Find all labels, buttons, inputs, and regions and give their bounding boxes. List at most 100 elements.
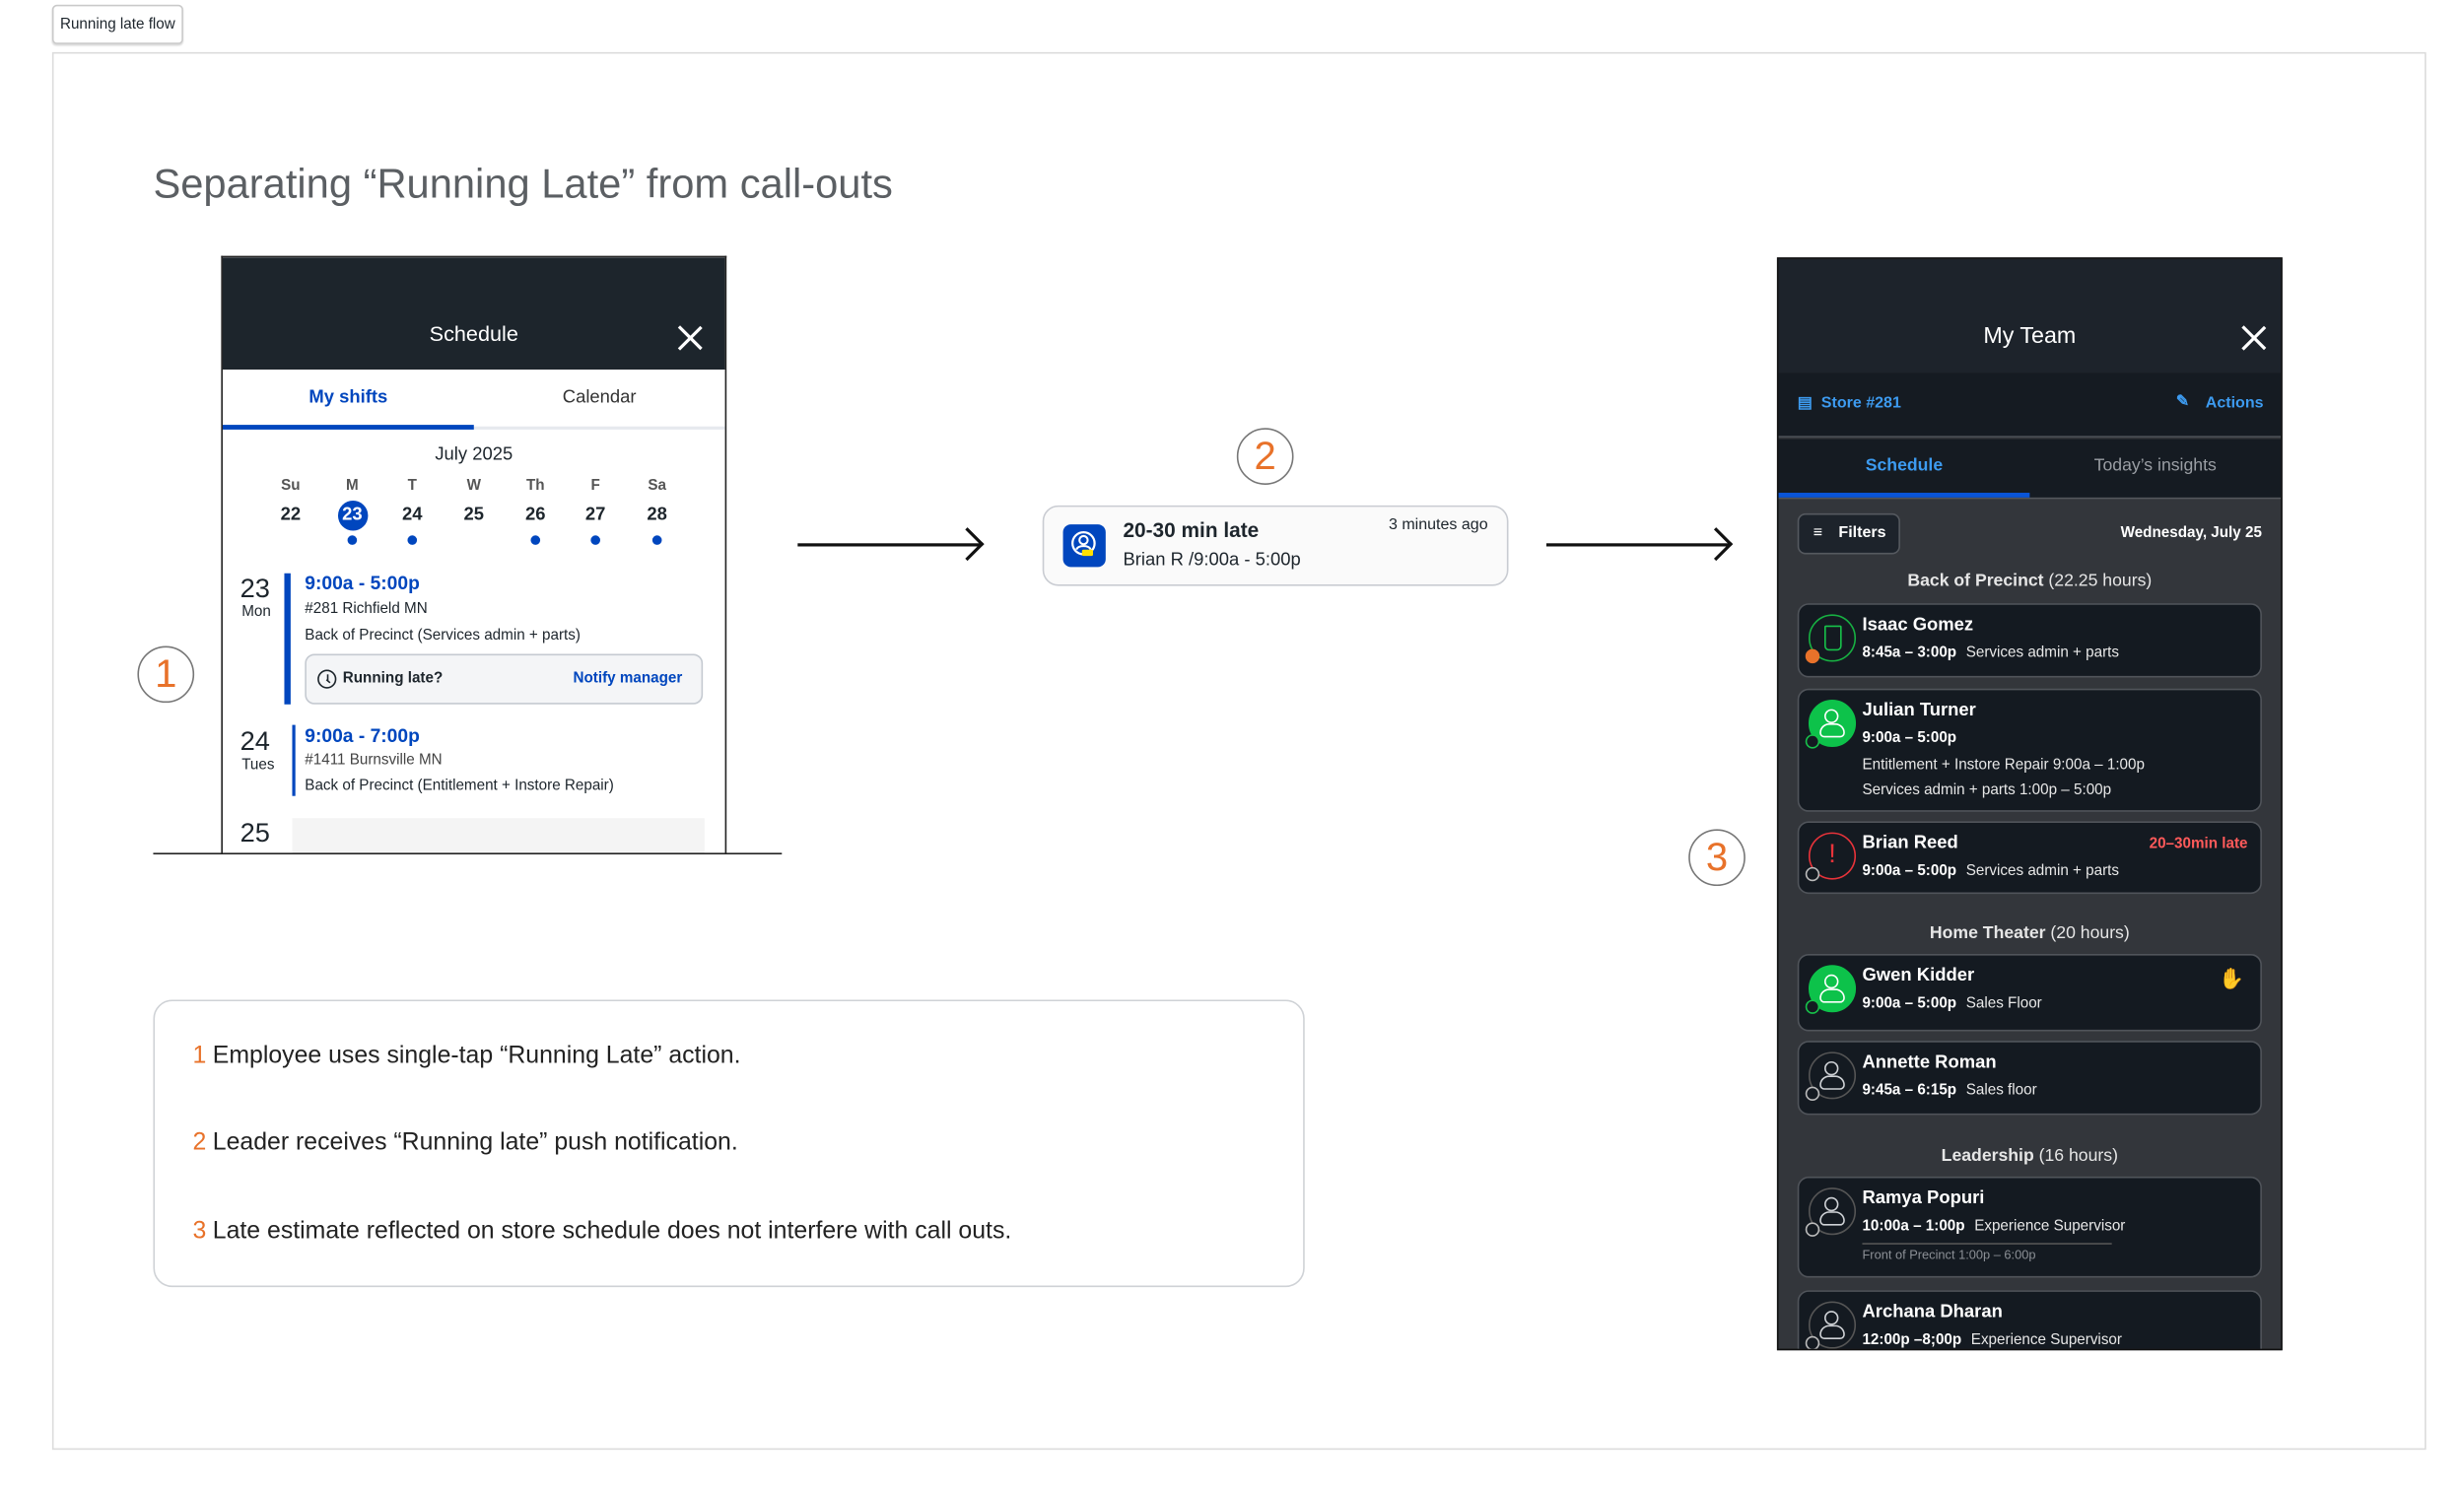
section-header: Leadership (16 hours) bbox=[1941, 1146, 2118, 1166]
page-title: Separating “Running Late” from call-outs bbox=[153, 159, 893, 207]
status-indicator bbox=[1805, 999, 1820, 1014]
clock-icon bbox=[317, 669, 337, 689]
day-letter: Sa bbox=[648, 476, 666, 495]
day-number: 28 bbox=[647, 505, 667, 525]
day-letter: M bbox=[346, 476, 359, 495]
avatar-absent-icon bbox=[1808, 1301, 1857, 1349]
day-letter: T bbox=[407, 476, 417, 495]
store-bar: ▤ Store #281 ✎ Actions bbox=[1778, 373, 2282, 438]
day-23[interactable]: M 23 bbox=[328, 477, 376, 545]
member-name: Brian Reed bbox=[1862, 834, 1958, 853]
divider bbox=[153, 852, 783, 855]
tab-calendar[interactable]: Calendar bbox=[562, 388, 637, 408]
shift-indicator-dot bbox=[590, 535, 600, 545]
day-number: 24 bbox=[402, 505, 423, 525]
day-26[interactable]: Th 26 bbox=[512, 477, 559, 545]
shift-indicator-dot bbox=[407, 535, 418, 545]
actions-icon: ✎ bbox=[2175, 393, 2190, 411]
store-selector[interactable]: Store #281 bbox=[1820, 394, 1901, 413]
avatar-absent-icon bbox=[1808, 1187, 1857, 1236]
avatar-absent-icon bbox=[1808, 1051, 1857, 1100]
shift-day: 25 bbox=[240, 818, 270, 848]
shift-time[interactable]: 9:00a - 5:00p bbox=[305, 572, 420, 594]
shift-line: 9:00a – 5:00p bbox=[1862, 729, 1957, 748]
secondary-shift: Front of Precinct 1:00p – 6:00p bbox=[1862, 1248, 2036, 1262]
avatar-coffee-break-icon bbox=[1808, 614, 1857, 662]
tab-bar: Schedule Today’s insights bbox=[1778, 439, 2282, 500]
close-icon[interactable] bbox=[678, 325, 704, 351]
member-name: Ramya Popuri bbox=[1862, 1188, 1985, 1208]
step-1-marker: 1 bbox=[137, 645, 195, 704]
day-letter: Su bbox=[281, 476, 301, 495]
day-number: 23 bbox=[337, 501, 368, 531]
shift-line: Entitlement + Instore Repair 9:00a – 1:0… bbox=[1862, 756, 2145, 775]
day-number: 26 bbox=[525, 505, 546, 525]
member-name: Annette Roman bbox=[1862, 1052, 1997, 1073]
screen-title: Schedule bbox=[429, 321, 518, 346]
day-25[interactable]: W 25 bbox=[450, 477, 498, 530]
tab-schedule[interactable]: Schedule bbox=[1865, 456, 1944, 476]
shift-weekday: Mon bbox=[241, 603, 271, 621]
shift-time[interactable]: 9:00a - 7:00p bbox=[305, 724, 420, 748]
shift-store: #281 Richfield MN bbox=[305, 599, 428, 618]
member-name: Isaac Gomez bbox=[1862, 616, 1974, 636]
empty-shift-row bbox=[292, 818, 705, 855]
day-24[interactable]: T 24 bbox=[388, 477, 436, 545]
close-icon[interactable] bbox=[2241, 325, 2267, 351]
status-indicator bbox=[1805, 1335, 1820, 1349]
notification-body: Brian R /9:00a - 5:00p bbox=[1123, 551, 1301, 571]
day-28[interactable]: Sa 28 bbox=[634, 477, 681, 545]
tab-my-shifts[interactable]: My shifts bbox=[308, 388, 388, 408]
day-letter: F bbox=[590, 476, 600, 495]
notification-title: 20-30 min late bbox=[1123, 517, 1260, 542]
employee-schedule-screen: Schedule My shifts Calendar July 2025 Su… bbox=[221, 255, 727, 855]
tab-todays-insights[interactable]: Today’s insights bbox=[2093, 456, 2217, 476]
shift-store: #1411 Burnsville MN bbox=[305, 751, 443, 770]
arrow-right-icon bbox=[1545, 543, 1730, 547]
header: Schedule bbox=[222, 257, 725, 371]
app-icon bbox=[1062, 524, 1106, 568]
divider bbox=[1862, 1243, 2112, 1245]
day-number: 25 bbox=[463, 505, 485, 525]
day-letter: Th bbox=[525, 476, 545, 495]
actions-button[interactable]: Actions bbox=[2205, 394, 2264, 413]
running-late-label: Running late? bbox=[342, 669, 444, 688]
push-notification[interactable]: 20-30 min late Brian R /9:00a - 5:00p 3 … bbox=[1042, 505, 1509, 586]
member-name: Archana Dharan bbox=[1862, 1303, 2003, 1322]
arrow-right-icon bbox=[797, 543, 982, 547]
day-letter: W bbox=[466, 476, 481, 495]
notify-manager-button[interactable]: Notify manager bbox=[573, 669, 683, 688]
raised-hand-icon[interactable]: ✋ bbox=[2219, 966, 2245, 990]
shift-weekday: Tues bbox=[241, 756, 275, 775]
shift-day: 23 bbox=[240, 573, 270, 604]
shift-indicator-dot bbox=[530, 535, 541, 545]
shift-bar bbox=[292, 724, 296, 796]
status-indicator bbox=[1805, 648, 1820, 664]
flow-tag: Running late flow bbox=[51, 4, 183, 44]
filters-button[interactable]: ≡ Filters bbox=[1797, 512, 1900, 555]
section-header: Back of Precinct (22.25 hours) bbox=[1907, 572, 2153, 591]
month-label: July 2025 bbox=[435, 444, 513, 465]
active-tab-indicator bbox=[222, 425, 474, 430]
section-header: Home Theater (20 hours) bbox=[1929, 923, 2130, 943]
member-name: Gwen Kidder bbox=[1862, 966, 1975, 986]
step-2-marker: 2 bbox=[1236, 428, 1294, 485]
